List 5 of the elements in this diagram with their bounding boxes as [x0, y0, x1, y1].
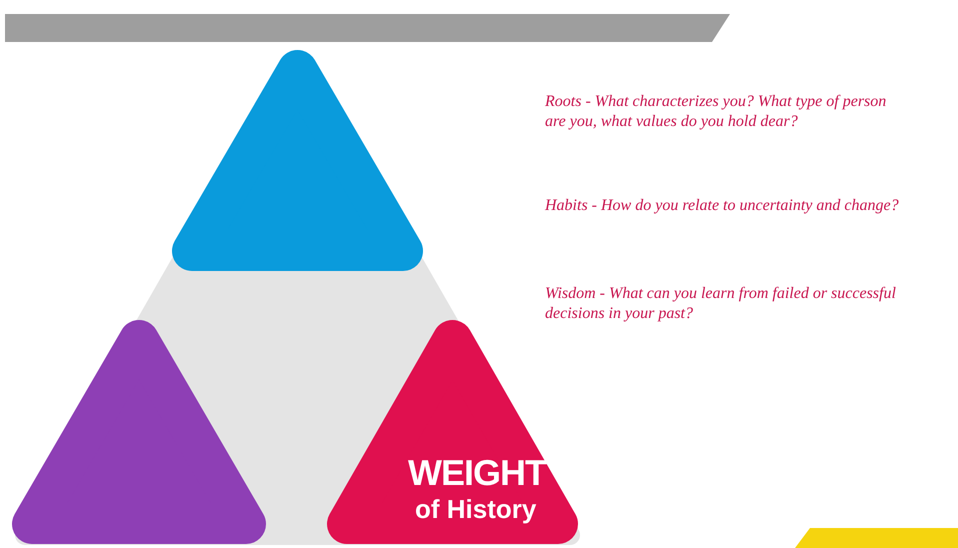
question-text: Habits - How do you relate to uncertainty and change? — [545, 196, 900, 216]
question-text: Roots - What characterizes you? What type of person are you, what values do you hold dear? — [545, 92, 888, 132]
question-text: Wisdom - What can you learn from failed or successful decisions in your past? — [545, 284, 897, 324]
subheading-text: of History — [415, 494, 536, 524]
heading-text: WEIGHT — [408, 454, 546, 492]
